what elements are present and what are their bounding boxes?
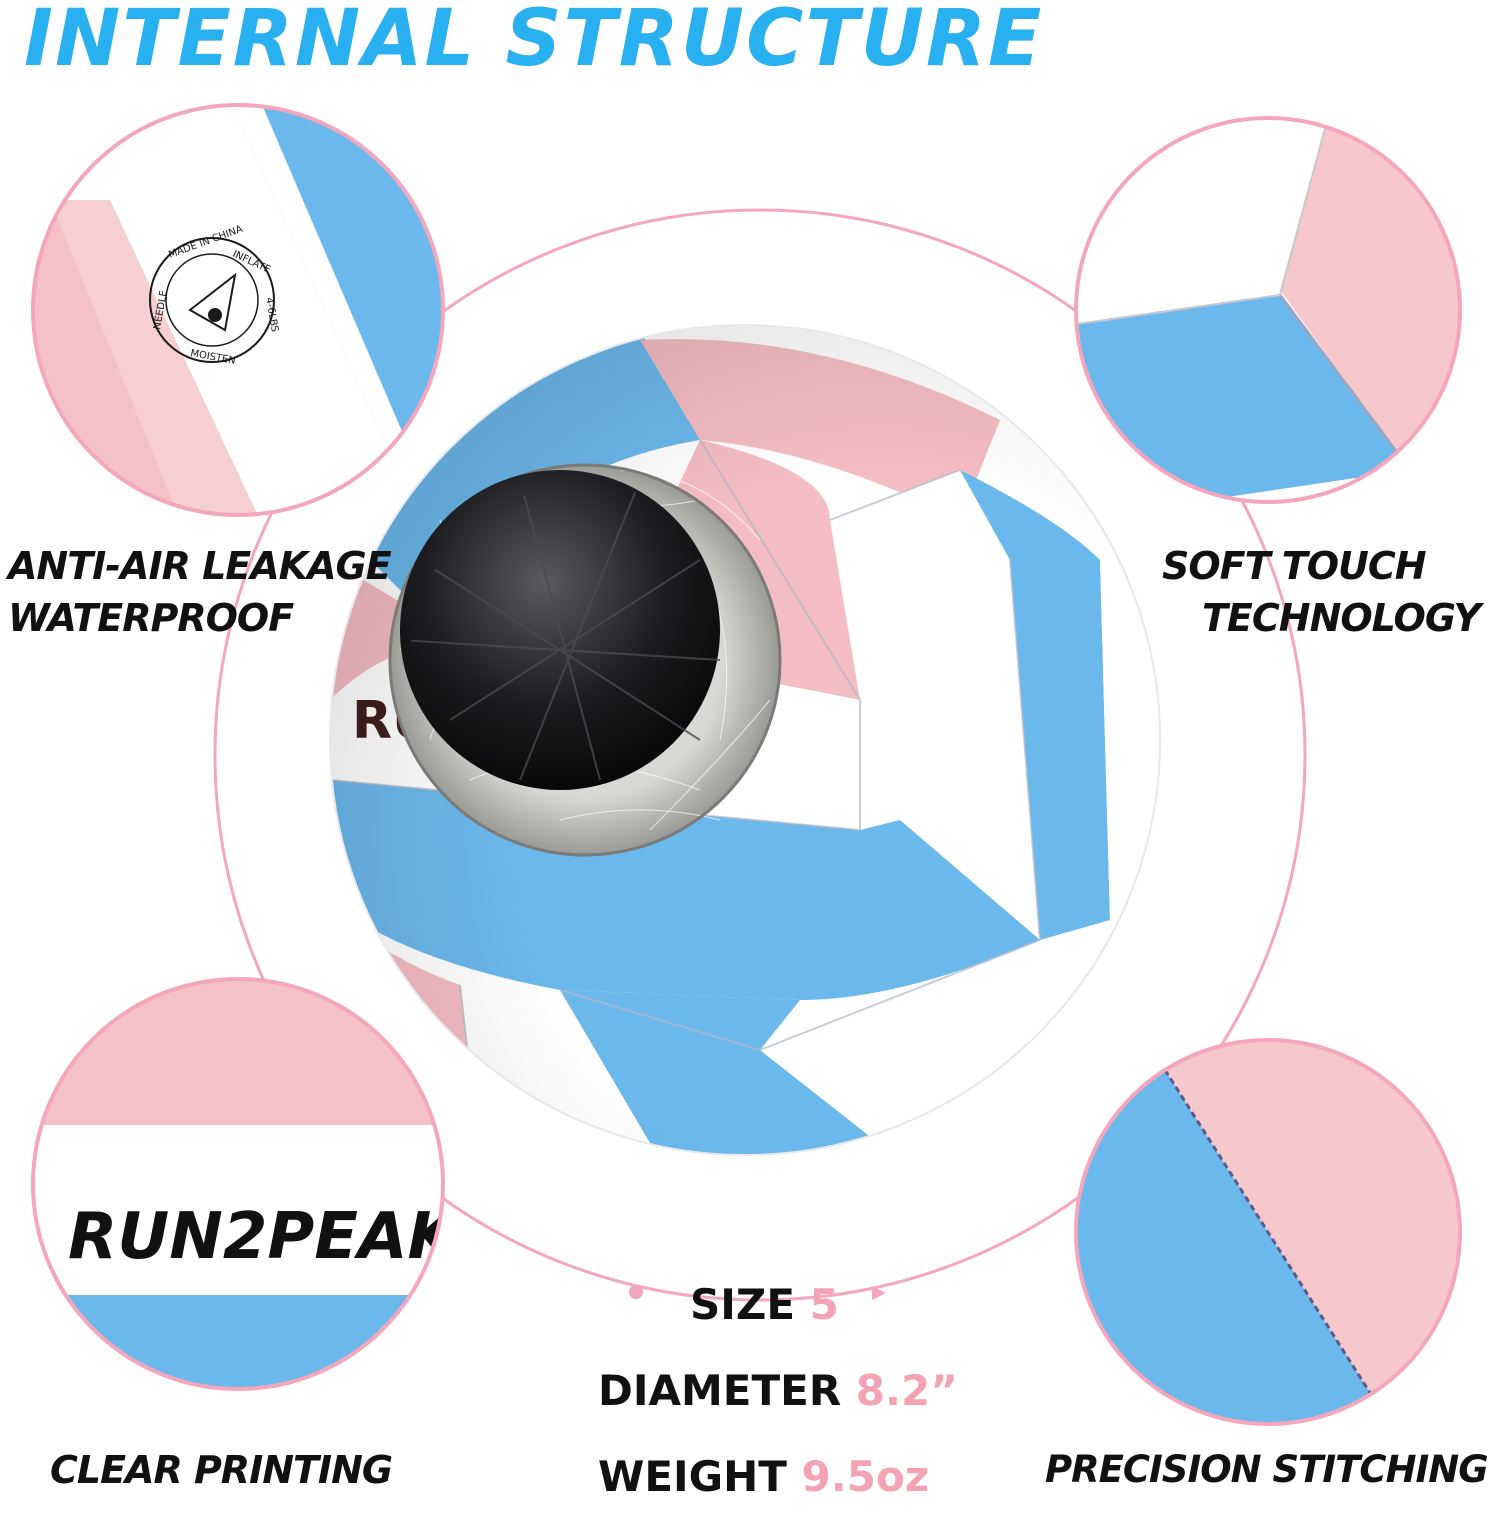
feature-line: WATERPROOF	[8, 596, 294, 640]
spec-size: SIZE 5	[598, 1262, 958, 1348]
feature-clear-printing: CLEAR PRINTING	[50, 1448, 393, 1492]
spec-label: WEIGHT	[598, 1452, 787, 1501]
spec-label: DIAMETER	[598, 1366, 842, 1415]
feature-anti-air-leakage: ANTI-AIR LEAKAGE WATERPROOF	[8, 540, 392, 644]
spec-list: SIZE 5 DIAMETER 8.2” WEIGHT 9.5oz	[598, 1262, 958, 1520]
feature-line: ANTI-AIR LEAKAGE	[8, 544, 392, 588]
zoom-valve: MADE IN CHINA INFLATE 4-6LBS MOISTEN NEE…	[33, 105, 443, 515]
feature-line: SOFT TOUCH	[1162, 544, 1427, 588]
ring-arrow-right	[872, 1286, 886, 1300]
printed-brand: RUN2PEAK	[68, 1200, 462, 1274]
ring-dot-left	[629, 1285, 643, 1299]
spec-label: SIZE	[690, 1280, 796, 1329]
feature-precision-stitching: PRECISION STITCHING	[1045, 1448, 1489, 1491]
spec-value: 9.5oz	[801, 1452, 930, 1501]
zoom-printing: RUN2PEAK	[33, 979, 462, 1389]
connector-ring	[213, 208, 1307, 1302]
zoom-soft-touch	[1076, 118, 1460, 502]
spec-weight: WEIGHT 9.5oz	[598, 1434, 958, 1520]
spec-diameter: DIAMETER 8.2”	[598, 1348, 958, 1434]
spec-value: 8.2”	[855, 1366, 958, 1415]
feature-line: TECHNOLOGY	[1202, 596, 1481, 640]
zoom-stitching	[1076, 1040, 1460, 1424]
spec-value: 5	[809, 1280, 839, 1329]
page-title: INTERNAL STRUCTURE	[24, 0, 1044, 84]
internal-cutaway	[388, 463, 782, 857]
feature-soft-touch: SOFT TOUCH TECHNOLOGY	[1162, 540, 1481, 644]
